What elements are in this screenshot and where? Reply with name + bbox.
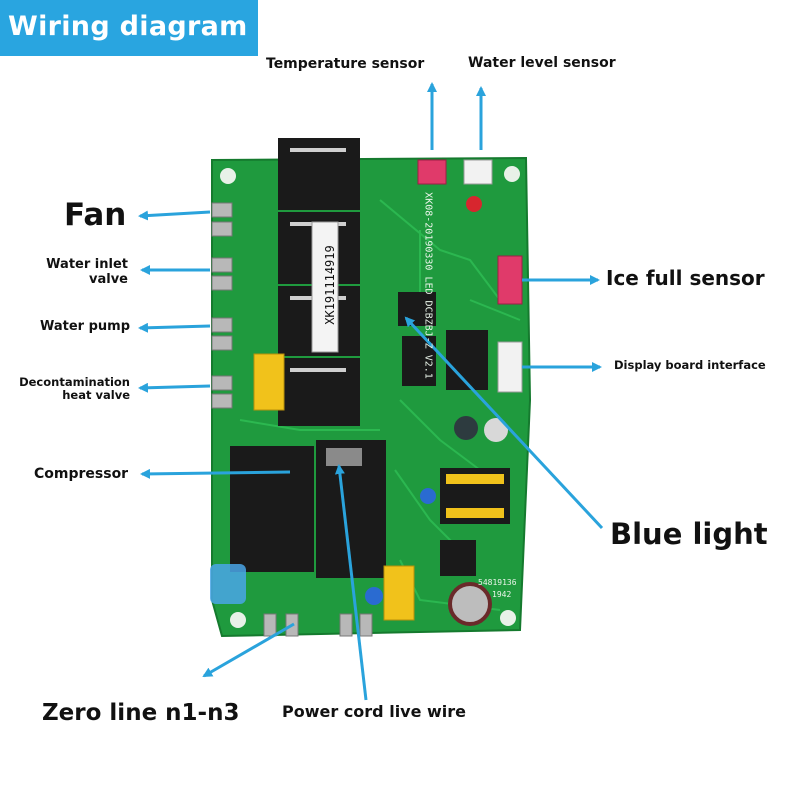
arrow-zero-line (202, 622, 295, 678)
label-decontamination-line2: heat valve (62, 388, 130, 403)
capacitor-1 (454, 416, 478, 440)
arrow-power-cord (334, 464, 368, 701)
serial-sticker (311, 221, 339, 353)
ic-chip-4 (440, 540, 476, 576)
blue-capacitor-2 (365, 587, 383, 605)
label-water-inlet-line2: valve (89, 271, 128, 287)
mounting-holes (220, 166, 520, 628)
temperature-connector (417, 159, 447, 185)
label-power-cord-live-wire: Power cord live wire (282, 702, 467, 721)
arrow-decontamination (138, 382, 211, 393)
title-banner: Wiring diagram (0, 0, 258, 56)
capacitor-2 (484, 418, 508, 442)
label-decontamination-heat-valve: Decontamination heat valve (8, 375, 130, 403)
ic-chip-3 (446, 330, 488, 390)
arrow-water-pump (138, 322, 211, 333)
board-serial: XK191114919 (323, 245, 337, 325)
label-blue-light: Blue light (610, 517, 768, 551)
yellow-capacitor-2 (383, 565, 415, 621)
label-water-level-sensor: Water level sensor (468, 55, 616, 71)
left-terminals (211, 202, 233, 409)
yellow-capacitor (253, 353, 285, 411)
arrow-blue-light (404, 316, 604, 530)
label-water-pump: Water pump (40, 319, 131, 334)
diagram-title: Wiring diagram (8, 11, 248, 42)
red-led (466, 196, 482, 212)
label-water-inlet-valve: Water inlet valve (28, 257, 128, 288)
label-water-inlet-line1: Water inlet (46, 257, 128, 272)
arrow-compressor (140, 468, 291, 479)
ice-full-connector (497, 255, 523, 305)
ic-chip-1 (398, 292, 436, 326)
label-compressor: Compressor (34, 466, 129, 482)
water-level-connector (463, 159, 493, 185)
label-ice-full-sensor: Ice full sensor (606, 266, 765, 290)
label-temperature-sensor: Temperature sensor (266, 56, 425, 72)
label-fan: Fan (64, 197, 127, 233)
label-zero-line: Zero line n1-n3 (42, 700, 240, 726)
board-model: XK08-20190330 LED DCBZBJ-Z V2.1 (422, 192, 434, 379)
capacitor-3 (448, 582, 492, 626)
arrow-fan (138, 210, 211, 221)
blue-capacitor-1 (420, 488, 436, 504)
board-year: 1942 (492, 590, 512, 599)
label-display-board-interface: Display board interface (614, 358, 766, 372)
blue-fuse (210, 564, 246, 604)
display-connector (497, 341, 523, 393)
label-decontamination-line1: Decontamination (19, 375, 130, 389)
board-code: 54819136 (478, 578, 517, 587)
compressor-relay (230, 446, 314, 572)
